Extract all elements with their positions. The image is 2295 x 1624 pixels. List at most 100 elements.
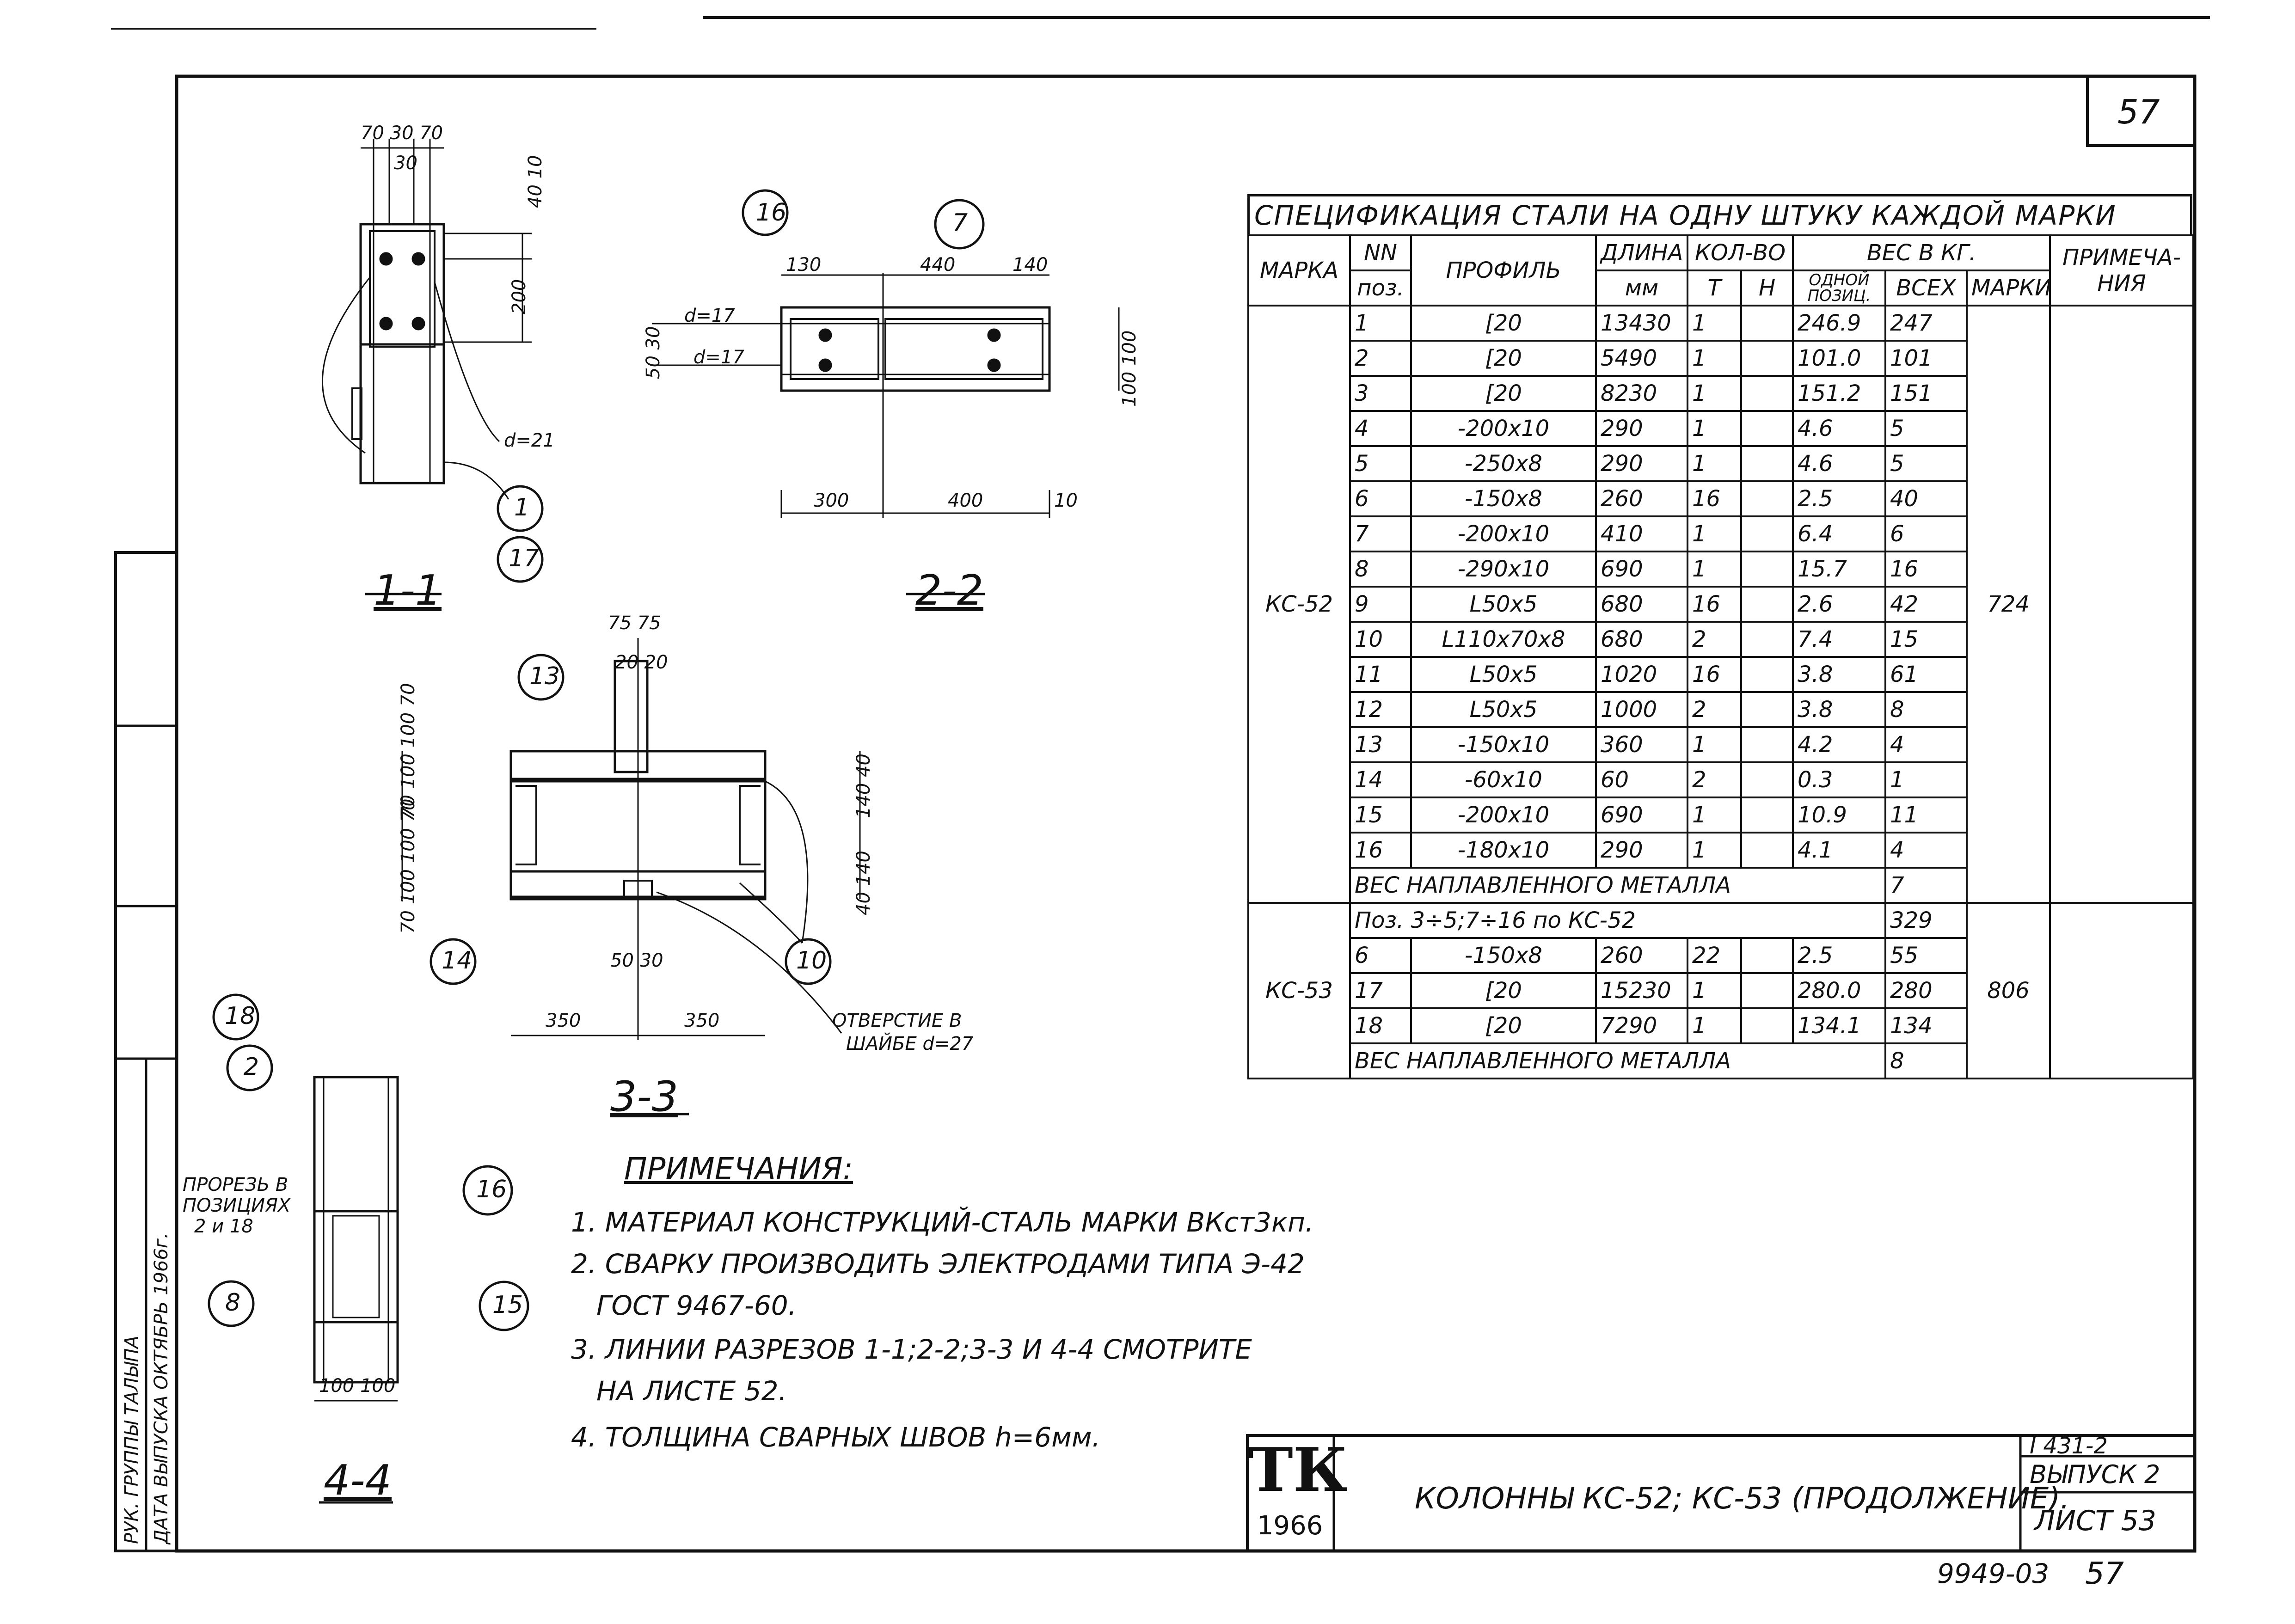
spec-weight-all: 101 <box>1884 340 1968 377</box>
dim-3-3-350b: 350 <box>684 1010 720 1031</box>
spec-length: 680 <box>1595 586 1688 623</box>
spec-weld-label: ВЕС НАПЛАВЛЕННОГО МЕТАЛЛА <box>1349 1042 1887 1079</box>
notes-heading: ПРИМЕЧАНИЯ: <box>624 1151 853 1187</box>
spec-qty-n <box>1740 797 1794 833</box>
spec-length: 290 <box>1595 445 1688 482</box>
section-label-4-4: 4-4 <box>324 1456 392 1505</box>
callout-17: 17 <box>509 545 540 572</box>
spec-notes-cell <box>2049 305 2195 904</box>
spec-ref-row-text: Поз. 3÷5;7÷16 по КС-52 <box>1349 902 1887 939</box>
spec-weight-one: 3.8 <box>1792 691 1887 728</box>
spec-length: 8230 <box>1595 375 1688 412</box>
spec-weight-one: 4.6 <box>1792 410 1887 447</box>
spec-weight-all: 40 <box>1884 480 1968 517</box>
dim-3-3-2020: 20 20 <box>615 652 668 673</box>
callout-10: 10 <box>796 947 827 974</box>
spec-pos: 8 <box>1349 551 1412 588</box>
spec-profile: L50x5 <box>1410 691 1597 728</box>
spec-pos: 10 <box>1349 621 1412 658</box>
spec-qty-t: 1 <box>1687 972 1742 1009</box>
spec-qty-t: 1 <box>1687 445 1742 482</box>
spec-qty-n <box>1740 972 1794 1009</box>
section-label-2-2: 2-2 <box>915 566 983 615</box>
spec-weight-one: 6.4 <box>1792 515 1887 552</box>
spec-qty-n <box>1740 656 1794 693</box>
spec-weight-all: 15 <box>1884 621 1968 658</box>
spec-weight-one: 2.5 <box>1792 480 1887 517</box>
col-kolvo: КОЛ-ВО <box>1686 234 1794 271</box>
spec-weight-all: 5 <box>1884 445 1968 482</box>
spec-profile: -290x10 <box>1410 551 1597 588</box>
spec-table: МАРКА NN ПРОФИЛЬ ДЛИНА КОЛ-ВО ВЕС В КГ. … <box>1247 234 2195 1079</box>
spec-weight-all: 11 <box>1884 797 1968 833</box>
tk-logo: ТК <box>1248 1434 1348 1505</box>
spec-weld-value: 8 <box>1884 1042 1968 1079</box>
spec-length: 690 <box>1595 797 1688 833</box>
sheet-number: 57 <box>2117 92 2160 131</box>
spec-pos: 2 <box>1349 340 1412 377</box>
spec-qty-n <box>1740 445 1794 482</box>
spec-profile: -200x10 <box>1410 410 1597 447</box>
spec-pos: 16 <box>1349 832 1412 869</box>
dim-4-4-cut3: 2 и 18 <box>194 1216 253 1237</box>
spec-pos: 14 <box>1349 761 1412 798</box>
spec-weight-one: 2.5 <box>1792 937 1887 974</box>
section-label-1-1: 1-1 <box>374 566 442 615</box>
spec-qty-t: 22 <box>1687 937 1742 974</box>
spec-weight-all: 42 <box>1884 586 1968 623</box>
spec-pos: 17 <box>1349 972 1412 1009</box>
col-t: Т <box>1687 270 1742 306</box>
spec-qty-n <box>1740 480 1794 517</box>
col-poz: поз. <box>1349 270 1412 306</box>
spec-qty-t: 1 <box>1687 1007 1742 1044</box>
spec-weight-one: 280.0 <box>1792 972 1887 1009</box>
spec-qty-t: 16 <box>1687 656 1742 693</box>
note-3: 3. ЛИНИИ РАЗРЕЗОВ 1-1;2-2;3-3 И 4-4 СМОТ… <box>571 1334 1252 1365</box>
spec-weight-one: 0.3 <box>1792 761 1887 798</box>
spec-weight-all: 5 <box>1884 410 1968 447</box>
dim-2-2-140: 140 <box>1012 254 1048 276</box>
spec-qty-n <box>1740 410 1794 447</box>
dim-1-1-30: 30 <box>394 153 417 174</box>
series-code: I 431-2 <box>2030 1433 2108 1459</box>
spec-weld-value: 7 <box>1884 867 1968 904</box>
spec-qty-n <box>1740 340 1794 377</box>
stamp-issue-date: ДАТА ВЫПУСКА ОКТЯБРЬ 1966г. <box>151 1232 172 1544</box>
spec-qty-t: 2 <box>1687 691 1742 728</box>
spec-qty-t: 1 <box>1687 726 1742 763</box>
col-nn: NN <box>1349 234 1412 271</box>
callout-8: 8 <box>225 1289 241 1317</box>
tk-logo-year: 1966 <box>1257 1511 1323 1541</box>
dim-2-2-130: 130 <box>786 254 822 276</box>
spec-qty-t: 1 <box>1687 515 1742 552</box>
spec-qty-t: 1 <box>1687 375 1742 412</box>
dim-2-2-10: 10 <box>1054 490 1078 511</box>
spec-weight-one: 7.4 <box>1792 621 1887 658</box>
spec-qty-n <box>1740 761 1794 798</box>
spec-weight-all: 280 <box>1884 972 1968 1009</box>
dim-3-3-left-bot: 70 100 100 70 <box>398 798 419 934</box>
spec-qty-t: 1 <box>1687 410 1742 447</box>
spec-qty-t: 16 <box>1687 586 1742 623</box>
spec-profile: L50x5 <box>1410 656 1597 693</box>
spec-profile: -200x10 <box>1410 797 1597 833</box>
spec-qty-n <box>1740 515 1794 552</box>
col-profil: ПРОФИЛЬ <box>1410 234 1597 306</box>
spec-qty-n <box>1740 726 1794 763</box>
drawing-title: КОЛОННЫ КС-52; КС-53 (ПРОДОЛЖЕНИЕ). <box>1415 1482 2070 1516</box>
spec-qty-n <box>1740 586 1794 623</box>
spec-qty-t: 2 <box>1687 621 1742 658</box>
stamp-group-lead: РУК. ГРУППЫ ТАЛЫПА <box>121 1336 142 1544</box>
spec-qty-t: 1 <box>1687 832 1742 869</box>
dim-3-3-top: 75 75 <box>608 613 661 634</box>
